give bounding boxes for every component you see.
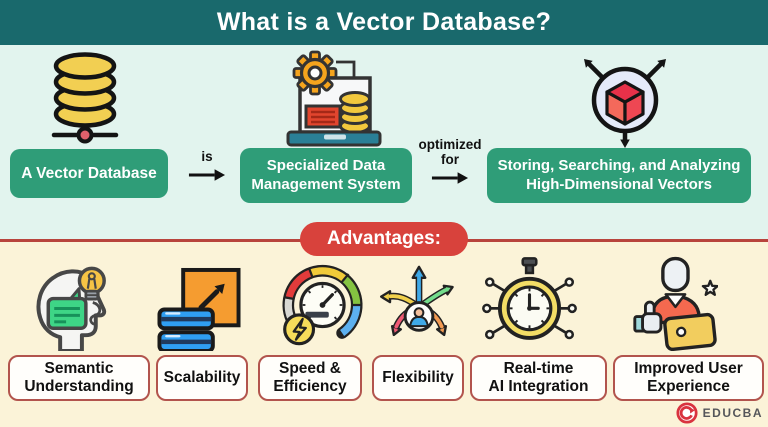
speed-efficiency-icon bbox=[269, 260, 367, 350]
flexibility-icon bbox=[377, 260, 461, 351]
improved-user-experience-icon bbox=[629, 256, 718, 352]
semantic-understanding-icon bbox=[24, 259, 124, 351]
scalability-icon bbox=[155, 266, 243, 351]
connector-optimized-for: optimized for bbox=[418, 137, 482, 186]
advantages-banner: Advantages: bbox=[299, 222, 469, 256]
advantage-label-user-experience: Improved User Experience bbox=[613, 355, 764, 401]
laptop-gear-database-icon bbox=[278, 50, 390, 148]
vector-cube-sphere-icon bbox=[568, 47, 682, 150]
educba-logo-icon bbox=[676, 402, 698, 424]
realtime-ai-integration-icon bbox=[481, 255, 578, 352]
arrow-right-icon bbox=[431, 171, 469, 184]
header-bar: What is a Vector Database? bbox=[0, 0, 768, 45]
connector-is-label: is bbox=[201, 149, 213, 164]
advantage-label-semantic-understanding: Semantic Understanding bbox=[8, 355, 150, 401]
page-title: What is a Vector Database? bbox=[216, 8, 552, 36]
advantage-label-scalability: Scalability bbox=[156, 355, 248, 401]
connector-is: is bbox=[184, 149, 230, 183]
database-network-icon bbox=[40, 52, 130, 147]
advantage-label-flexibility: Flexibility bbox=[372, 355, 464, 401]
brand-name: EDUCBA bbox=[702, 406, 763, 420]
advantage-label-speed-efficiency: Speed & Efficiency bbox=[258, 355, 362, 401]
arrow-right-icon bbox=[188, 169, 226, 181]
definition-box-vector-database: A Vector Database bbox=[10, 149, 168, 198]
definition-box-data-management: Specialized Data Management System bbox=[240, 148, 412, 203]
connector-optimized-for-label: optimized for bbox=[418, 137, 482, 167]
brand-footer: EDUCBA bbox=[676, 402, 763, 424]
definition-box-high-dimensional: Storing, Searching, and Analyzing High-D… bbox=[487, 148, 751, 203]
advantage-label-realtime-ai: Real-time AI Integration bbox=[470, 355, 607, 401]
